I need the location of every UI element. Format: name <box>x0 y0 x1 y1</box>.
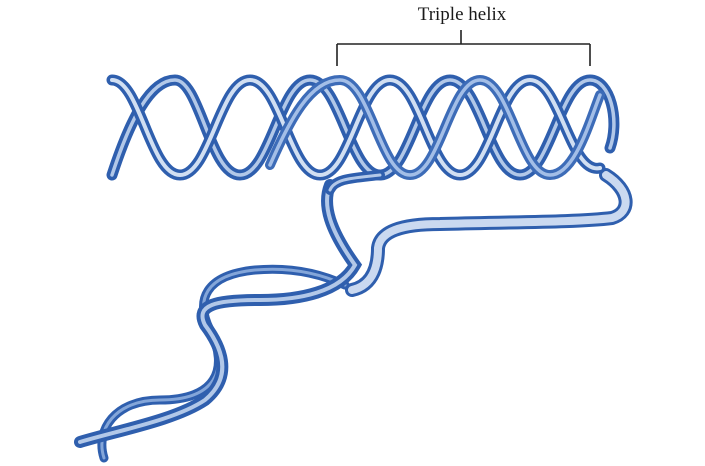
triple-helix-strand-2 <box>106 74 606 181</box>
descending-strand <box>325 170 385 195</box>
linker-strand <box>345 168 633 297</box>
triple-helix-strand-3 <box>265 74 605 181</box>
triple-helix-bracket <box>336 30 591 66</box>
single-helix-front-strand <box>74 179 363 448</box>
triple-helix-label: Triple helix <box>417 4 507 25</box>
